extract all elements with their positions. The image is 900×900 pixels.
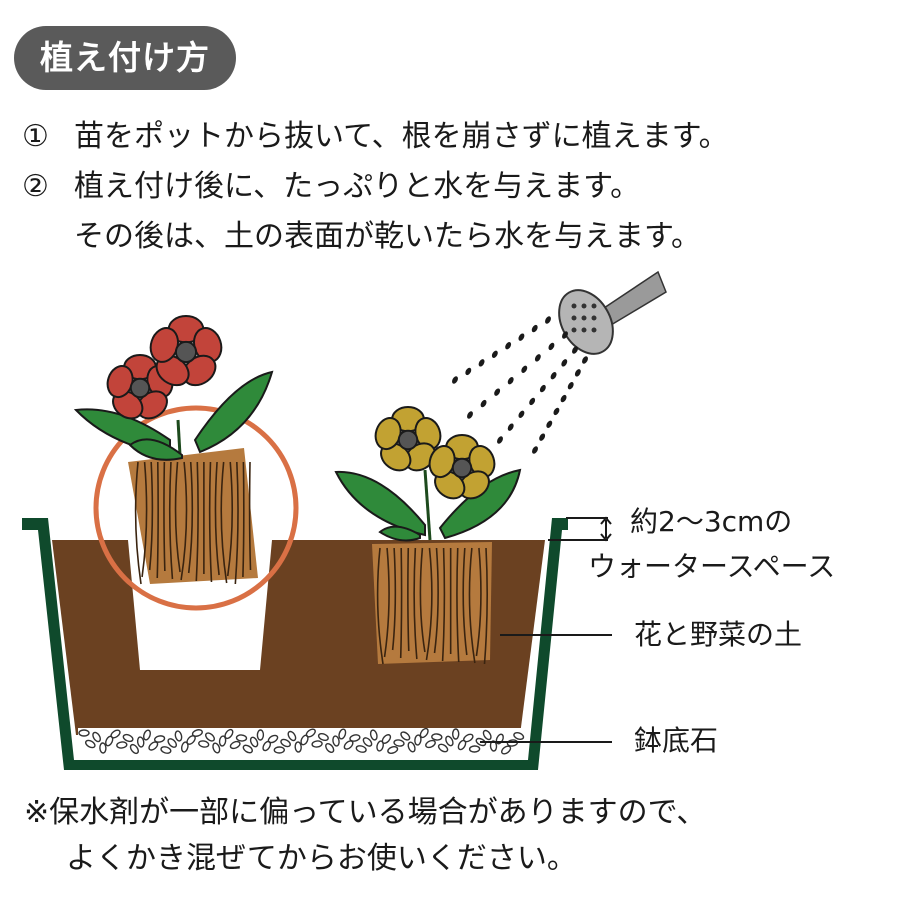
step-2: ② 植え付け後に、たっぷりと水を与えます。 その後は、土の表面が乾いたら水を与え… — [22, 162, 892, 262]
stones-label: 鉢底石 — [634, 724, 719, 757]
water-space-label-line1: 約2～3cmの — [630, 505, 793, 538]
yellow-flower-plant — [334, 406, 522, 542]
red-flower — [149, 315, 223, 387]
yellow-flower — [428, 434, 496, 500]
footnote-line-1: ※保水剤が一部に偏っている場合がありますので、 — [24, 795, 707, 830]
water-space-bracket — [548, 516, 612, 542]
step-1: ① 苗をポットから抜いて、根を崩さずに植えます。 — [22, 112, 892, 162]
highlight-circle — [93, 405, 299, 611]
step-number: ② — [22, 169, 49, 204]
water-space-label-line2: ウォータースペース — [588, 550, 836, 583]
instruction-steps: ① 苗をポットから抜いて、根を崩さずに植えます。 ② 植え付け後に、たっぷりと水… — [22, 112, 892, 262]
lifted-root-ball — [128, 448, 258, 585]
step-text: 苗をポットから抜いて、根を崩さずに植えます。 — [74, 119, 729, 154]
planting-diagram — [22, 270, 667, 770]
planted-root-ball — [372, 542, 492, 665]
red-flower — [106, 354, 174, 420]
section-title-badge: 植え付け方 — [14, 26, 236, 90]
section-title: 植え付け方 — [40, 38, 210, 77]
water-drops — [452, 316, 588, 454]
footnote-line-2: よくかき混ぜてからお使いください。 — [66, 841, 577, 876]
footnote: ※保水剤が一部に偏っている場合がありますので、 よくかき混ぜてからお使いください… — [24, 790, 894, 882]
yellow-flower — [374, 406, 442, 472]
step-number: ① — [22, 119, 49, 154]
step-text: 植え付け後に、たっぷりと水を与えます。 — [74, 169, 641, 204]
soil-label: 花と野菜の土 — [634, 618, 803, 651]
watering-can — [558, 270, 667, 355]
step-text: その後は、土の表面が乾いたら水を与えます。 — [74, 219, 701, 254]
pot-stones — [78, 727, 525, 758]
red-flower-plant — [73, 315, 274, 461]
